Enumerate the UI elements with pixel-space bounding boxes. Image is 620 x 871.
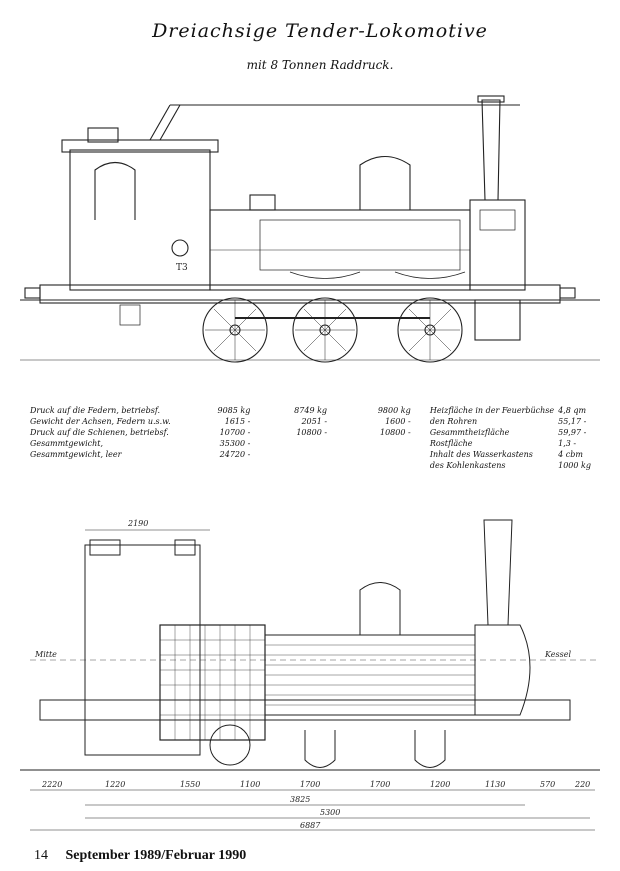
locomotive-side-elevation: T3 [20,95,600,363]
dim-chain: 570 [540,780,555,789]
spec-row: Druck auf die Schienen, betriebsf. 10700… [30,428,587,437]
dim-chain: 1100 [240,780,260,789]
dim-mid-right: Kessel [544,650,571,659]
dim-chain: 1130 [485,780,505,789]
dim-top-span: 2190 [127,519,148,528]
dim-chain: 2220 [41,780,62,789]
dim-total: 6887 [300,821,321,830]
issue-date: September 1989/Februar 1990 [65,848,247,863]
dim-chain: 1550 [180,780,200,789]
dim-chain: 220 [574,780,590,789]
dim-chain: 1700 [300,780,320,789]
spec-table: Druck auf die Federn, betriebsf. 9085 kg… [30,405,600,471]
spec-row: Druck auf die Federn, betriebsf. 9085 kg… [30,406,587,415]
locomotive-section-drawing: 2190 Mitte Kessel 2220 1220 1550 1100 17… [20,519,600,831]
drawing-subtitle: mit 8 Tonnen Raddruck. [246,58,394,72]
spec-row: Gesammtgewicht, leer 24720 - Inhalt des … [30,450,583,459]
drawing-title: Dreiachsige Tender-Lokomotive [152,20,488,42]
dim-chain: 1700 [370,780,390,789]
page-number: 14 [34,848,48,863]
dim-total: 3825 [290,795,310,804]
dim-chain: 1200 [430,780,450,789]
dim-mid-left: Mitte [34,650,57,659]
dim-chain: 1220 [105,780,125,789]
spec-row: Gesammtgewicht, 35300 - Rostfläche 1,3 - [30,439,577,448]
svg-text:T3: T3 [176,263,188,273]
page-footer: 14 September 1989/Februar 1990 [34,848,246,864]
spec-row: Gewicht der Achsen, Federn u.s.w. 1615 -… [30,417,587,426]
dim-total: 5300 [320,808,340,817]
spec-row: des Kohlenkastens 1000 kg [429,461,591,470]
